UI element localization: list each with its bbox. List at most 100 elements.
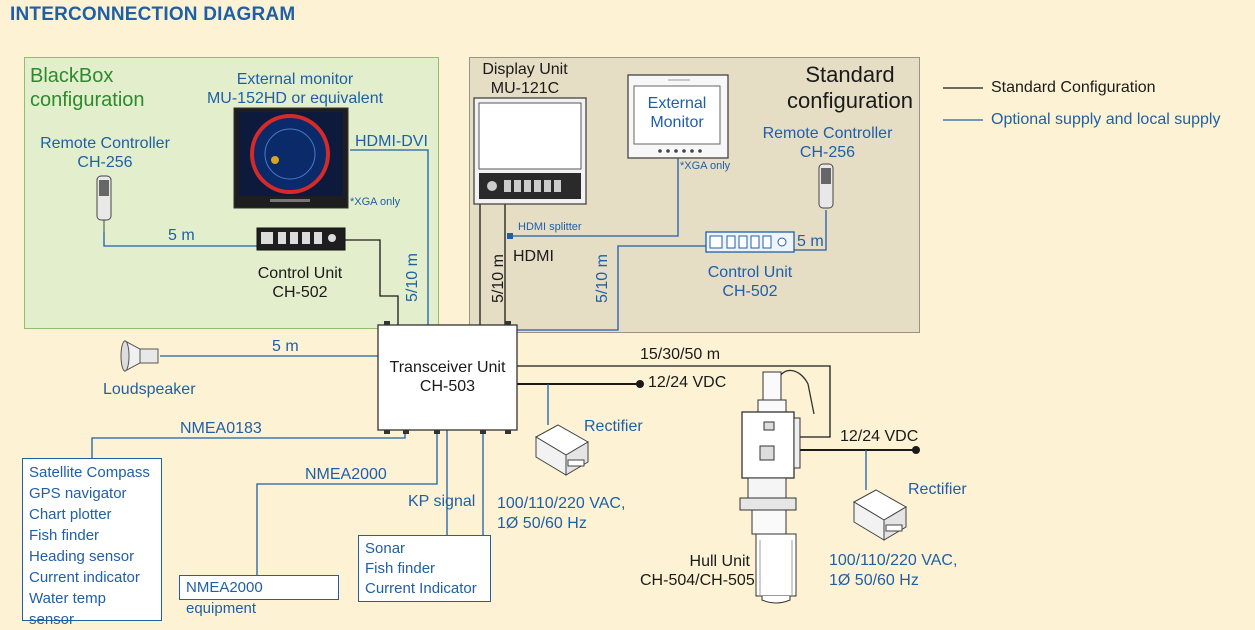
external-monitor-label-line1: External monitor: [236, 71, 354, 88]
blackbox-panel: [24, 57, 439, 329]
rectifier2-graphic: [852, 489, 907, 541]
hull-cable-label: 15/30/50 m: [640, 346, 721, 363]
list-item: Heading sensor: [29, 548, 135, 565]
ac2-label: 100/110/220 VAC, 1Ø 50/60 Hz: [829, 551, 957, 591]
hdmi-dvi-label: HDMI-DVI: [355, 133, 428, 150]
hdmi-splitter-cable: [510, 158, 679, 237]
std-remote-cable-label: 5 m: [797, 233, 824, 250]
bb-remote-label-line1: Remote Controller: [40, 135, 170, 152]
std-control-label: Control Unit CH-502: [690, 263, 810, 301]
std-external-monitor-label: External Monitor: [634, 94, 720, 132]
loudspeaker-graphic: [120, 340, 159, 372]
nmea2000-equipment-label: NMEA2000 equipment: [186, 579, 263, 617]
list-item: Fish finder: [29, 527, 100, 544]
bb-control-label-line1: Control Unit: [257, 265, 343, 282]
std-control-cable: [517, 245, 711, 331]
std-cable-510-left: 5/10 m: [490, 254, 507, 303]
hull-unit-label-line2: CH-504/CH-505: [640, 572, 755, 589]
std-remote-cable: [793, 210, 827, 251]
rectifier2-label: Rectifier: [908, 481, 967, 498]
bb-remote-cable-label: 5 m: [168, 227, 195, 244]
std-external-monitor-label-line2: Monitor: [650, 114, 704, 131]
standard-title-line1: Standard: [805, 62, 895, 87]
legend-standard: Standard Configuration: [991, 79, 1156, 96]
loudspeaker-label: Loudspeaker: [103, 381, 196, 398]
hdmi-dvi-cable: [350, 149, 429, 325]
bb-cable-510-label: 5/10 m: [404, 253, 421, 302]
ac1-label: 100/110/220 VAC, 1Ø 50/60 Hz: [497, 494, 625, 534]
display-unit-label-line2: MU-121C: [490, 80, 560, 97]
list-item: Fish finder: [365, 560, 436, 577]
external-monitor-graphic: [233, 107, 349, 209]
dc-hull-terminal: [912, 446, 920, 454]
bb-remote-graphic: [96, 175, 112, 232]
nmea0183-device-list: Satellite Compass GPS navigator Chart pl…: [22, 458, 162, 628]
blackbox-title: BlackBox configuration: [30, 64, 145, 112]
list-item: Current Indicator: [365, 580, 477, 597]
blackbox-title-line1: BlackBox: [30, 65, 114, 87]
legend-optional: Optional supply and local supply: [991, 111, 1221, 128]
std-control-label-line2: CH-502: [722, 283, 778, 300]
bb-control-label: Control Unit CH-502: [240, 264, 360, 302]
std-external-monitor-graphic: [627, 74, 729, 159]
list-item: Satellite Compass: [29, 464, 150, 481]
std-cable-510-right: 5/10 m: [594, 254, 611, 303]
kp-device-list: Sonar Fish finder Current Indicator: [358, 535, 491, 602]
dc-main-terminal: [636, 380, 644, 388]
display-unit-label: Display Unit MU-121C: [465, 60, 585, 98]
hull-unit-graphic: [739, 369, 815, 604]
ac2-label-line2: 1Ø 50/60 Hz: [829, 572, 919, 589]
list-item: Sonar: [365, 540, 406, 557]
ac1-label-line2: 1Ø 50/60 Hz: [497, 515, 587, 532]
hull-unit-label: Hull Unit CH-504/CH-505: [640, 552, 755, 590]
std-xga-note: *XGA only: [680, 160, 731, 172]
std-control-label-line1: Control Unit: [707, 264, 793, 281]
ac1-label-line1: 100/110/220 VAC,: [497, 495, 626, 512]
transceiver-graphic: [377, 321, 518, 434]
std-control-unit-graphic: [705, 231, 795, 253]
blackbox-title-line2: configuration: [30, 89, 145, 111]
hdmi-splitter-node: [507, 233, 513, 239]
list-item: GPS navigator: [29, 485, 127, 502]
bb-control-unit-graphic: [256, 227, 346, 251]
loudspeaker-cable-label: 5 m: [272, 338, 299, 355]
nmea2000-cable: [256, 430, 438, 575]
bb-xga-note: *XGA only: [350, 196, 401, 208]
bb-control-cable: [345, 239, 399, 325]
bb-remote-label: Remote Controller CH-256: [20, 134, 190, 172]
transceiver-label: Transceiver Unit CH-503: [378, 358, 517, 396]
bb-remote-label-line2: CH-256: [77, 154, 133, 171]
std-remote-label: Remote Controller CH-256: [745, 124, 910, 162]
std-remote-graphic: [818, 163, 834, 209]
list-item: Current indicator: [29, 569, 140, 586]
bb-control-label-line2: CH-502: [272, 284, 328, 301]
nmea0183-label: NMEA0183: [180, 420, 262, 437]
rectifier1-label: Rectifier: [584, 418, 643, 435]
transceiver-label-line1: Transceiver Unit: [389, 359, 506, 376]
transceiver-label-line2: CH-503: [419, 378, 476, 395]
list-item: Water temp sensor: [29, 590, 106, 628]
hull-unit-label-line1: Hull Unit: [689, 553, 750, 570]
kp-signal-label: KP signal: [408, 493, 476, 510]
nmea2000-equipment-box: NMEA2000 equipment: [179, 575, 339, 617]
external-monitor-label-line2: MU-152HD or equivalent: [206, 90, 384, 107]
hdmi-label: HDMI: [513, 248, 554, 265]
external-monitor-label: External monitor MU-152HD or equivalent: [190, 70, 400, 108]
hull-cable: [517, 365, 831, 438]
dc-main-label: 12/24 VDC: [648, 374, 727, 391]
standard-title: Standard configuration: [775, 62, 925, 114]
list-item: Chart plotter: [29, 506, 112, 523]
std-remote-label-line2: CH-256: [799, 144, 856, 161]
dc-hull-label: 12/24 VDC: [840, 428, 919, 445]
bb-remote-cable: [103, 232, 262, 247]
std-remote-label-line1: Remote Controller: [762, 125, 893, 142]
diagram-title: INTERCONNECTION DIAGRAM: [10, 4, 296, 25]
std-external-monitor-label-line1: External: [647, 95, 707, 112]
display-unit-label-line1: Display Unit: [482, 61, 568, 78]
display-unit-graphic: [473, 97, 587, 205]
ac2-label-line1: 100/110/220 VAC,: [829, 552, 958, 569]
rectifier1-graphic: [534, 424, 589, 476]
standard-title-line2: configuration: [787, 88, 913, 113]
hdmi-splitter-label: HDMI splitter: [518, 221, 582, 233]
